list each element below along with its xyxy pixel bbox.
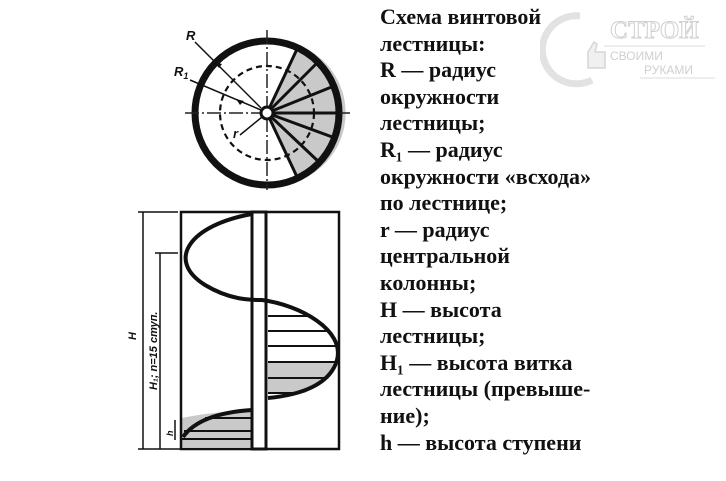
- label-R: R: [186, 28, 196, 43]
- thumbs-up-icon: [587, 40, 606, 69]
- legend-line: R — радиус: [380, 57, 497, 83]
- elevation-view: H H₁; n=15 ступ. h: [127, 210, 341, 451]
- label-H1: H₁; n=15 ступ.: [148, 312, 160, 391]
- legend-line: окружности «всхода»: [380, 163, 591, 189]
- legend-line: H₁ — высота витка: [380, 349, 573, 375]
- legend-line: лестницы (превыше-: [380, 376, 591, 402]
- legend-text: Схема винтовой лестницы: R — радиус окру…: [380, 4, 700, 456]
- legend-line: ние);: [380, 402, 430, 428]
- legend-line: по лестнице;: [380, 190, 508, 216]
- watermark-line2: РУКАМИ: [644, 63, 693, 77]
- legend-line: окружности: [380, 83, 500, 109]
- label-R1: R1: [174, 64, 188, 81]
- label-H: H: [127, 331, 139, 340]
- legend-line: R₁ — радиус: [380, 136, 503, 162]
- legend-line: лестницы;: [380, 110, 486, 136]
- legend-line: центральной: [380, 243, 510, 269]
- legend-line: лестницы;: [380, 323, 486, 349]
- label-h: h: [165, 430, 175, 436]
- legend-line: лестницы:: [380, 30, 486, 56]
- legend-line: Схема винтовой: [380, 4, 542, 29]
- legend-line: колонны;: [380, 269, 477, 295]
- legend-line: r — радиус: [380, 216, 490, 242]
- legend-line: H — высота: [380, 296, 502, 322]
- label-r: r: [233, 126, 239, 141]
- watermark-logo: СТРОЙ СВОИМИ РУКАМИ: [540, 12, 715, 88]
- legend-line: h — высота ступени: [380, 429, 582, 455]
- watermark-line1: СВОИМИ: [610, 49, 663, 63]
- watermark-title: СТРОЙ: [610, 16, 699, 44]
- crescent-icon: [540, 12, 594, 88]
- plan-view: R R1 r: [174, 28, 350, 190]
